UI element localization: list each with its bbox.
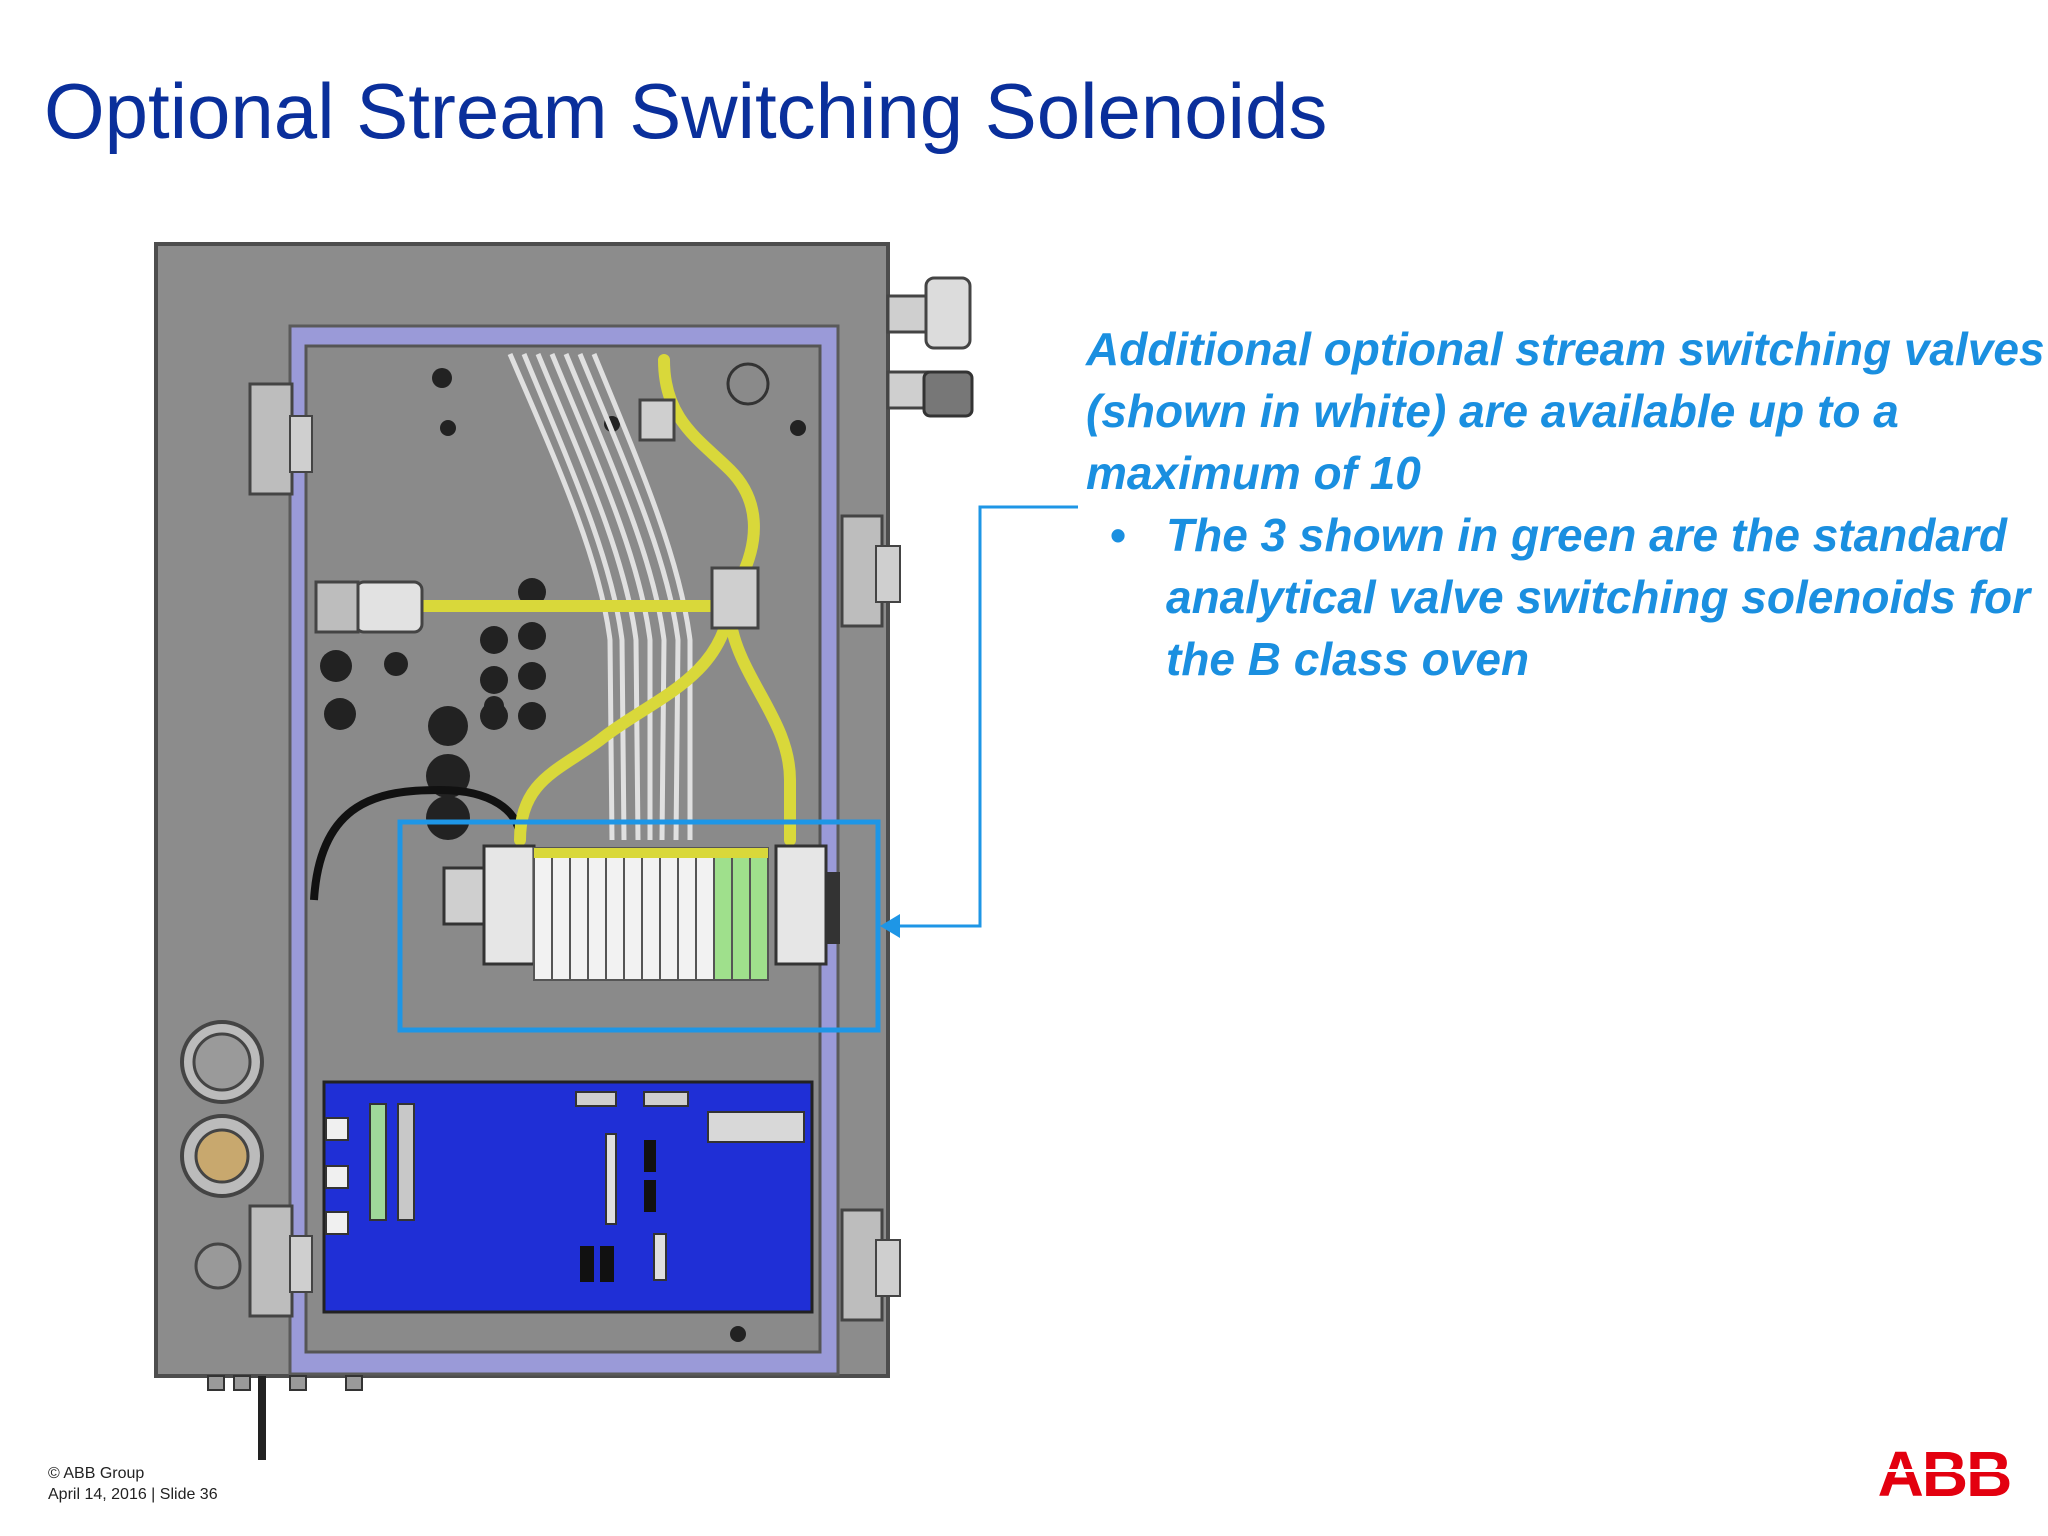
cable-gland-lower (180, 1114, 264, 1198)
footer-date-slide: April 14, 2016 | Slide 36 (48, 1486, 218, 1503)
solenoid-yellow-strip (534, 848, 768, 858)
black-cable (310, 785, 524, 901)
solenoid-valves-green (713, 847, 769, 981)
cable-gland-upper (180, 1020, 264, 1104)
hinge-left-bottom (248, 1204, 313, 1318)
tube-fittings (314, 398, 760, 634)
abb-logo: ABB (1872, 1442, 2016, 1502)
slide-title: Optional Stream Switching Solenoids (44, 67, 1328, 155)
bottom-fittings (207, 1375, 363, 1391)
pressure-gauge-fitting (886, 276, 974, 418)
grommet-holes (320, 368, 806, 1342)
callout-bullet-item: • The 3 shown in green are the standard … (1086, 504, 2046, 690)
control-pcb (322, 1080, 814, 1314)
bullet-icon: • (1110, 509, 1127, 561)
bottom-cable (258, 1376, 266, 1460)
callout-text: Additional optional stream switching val… (1086, 318, 2046, 690)
breather-fitting (194, 1242, 242, 1290)
callout-main-text: Additional optional stream switching val… (1086, 323, 2045, 499)
highlight-box (397, 819, 881, 1033)
footer-copyright: © ABB Group (48, 1465, 145, 1482)
hinge-right-bottom (840, 1208, 901, 1322)
callout-bullet-list: • The 3 shown in green are the standard … (1086, 504, 2046, 690)
solenoid-manifold (442, 844, 840, 966)
solenoid-valves-white (533, 847, 715, 981)
callout-leader-line (890, 505, 1078, 928)
vent-ring (726, 362, 770, 406)
callout-arrowhead (880, 914, 900, 938)
hinge-right-top (840, 514, 901, 628)
hinge-left-top (248, 382, 313, 496)
wiring-harness (507, 353, 693, 841)
callout-bullet-text: The 3 shown in green are the standard an… (1166, 509, 2031, 685)
slide-footer: © ABB Group April 14, 2016 | Slide 36 (48, 1463, 218, 1505)
yellow-tubing (414, 354, 796, 846)
